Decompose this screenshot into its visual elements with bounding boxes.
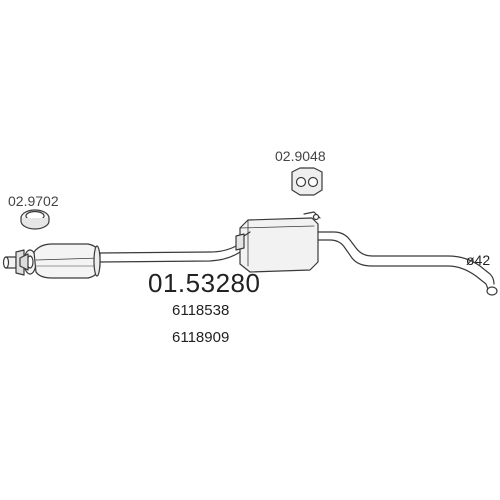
hanger-part-number: 02.9048 bbox=[275, 148, 326, 164]
oem-number-1: 6118538 bbox=[172, 302, 230, 319]
main-part-number: 01.53280 bbox=[148, 268, 261, 298]
rear-silencer-icon bbox=[235, 211, 321, 273]
front-pipe-icon bbox=[99, 241, 245, 263]
inlet-flange-icon bbox=[2, 249, 37, 276]
tail-pipe-icon bbox=[317, 231, 498, 296]
oem-number-2: 6118909 bbox=[172, 329, 230, 346]
rubber-hanger-icon bbox=[291, 167, 323, 196]
front-silencer-icon bbox=[33, 243, 101, 279]
gasket-part-number: 02.9702 bbox=[8, 193, 59, 209]
pipe-diameter-label: ø42 bbox=[466, 252, 491, 268]
gasket-ring-icon bbox=[20, 209, 50, 230]
